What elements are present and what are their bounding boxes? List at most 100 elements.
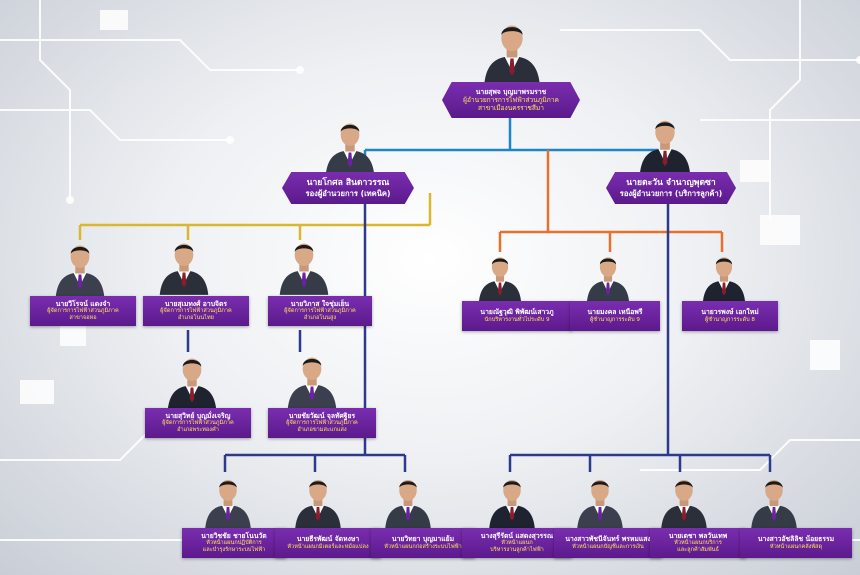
person-title: ผู้อำนวยการการไฟฟ้าส่วนภูมิภาค <box>463 96 559 105</box>
person-title: และบำรุงรักษาระบบไฟฟ้า <box>202 547 266 554</box>
photo-frame <box>200 472 256 532</box>
photo-frame <box>656 472 712 532</box>
person-title: ผู้จัดการการไฟฟ้าส่วนภูมิภาค <box>162 420 234 427</box>
person-photo <box>205 479 251 528</box>
photo-frame <box>746 472 802 532</box>
photo-frame <box>164 350 220 414</box>
person-name: นายเดชา พลวันเทพ <box>668 532 728 541</box>
person-title: หัวหน้าแผนกบริการ <box>674 540 722 547</box>
person-name: นางสุรีรัตน์ แสดงสุวรรณ <box>480 532 554 541</box>
person-title: หัวหน้าแผนกคลังพัสดุ <box>769 543 823 550</box>
person-title: หัวหน้าแผนกมิเตอร์และหม้อแปลง <box>287 543 369 550</box>
person-photo <box>751 479 797 528</box>
person-title: สาขาเมืองนครราชสีมา <box>478 104 544 113</box>
name-plate: นายวิชชัย ชายโนนวัตหัวหน้าแผนกปฏิบัติการ… <box>182 528 286 558</box>
name-plate: นายวิภาส ใจชุ่มเย็นผู้จัดการการไฟฟ้าส่วน… <box>268 296 372 326</box>
person-title: อำเภอพระทองคำ <box>177 427 219 434</box>
name-plate: นายสุเมทงศ์ อาบจิตรผู้จัดการการไฟฟ้าส่วน… <box>143 296 249 326</box>
person-name: นายชัยวัฒน์ จุลทัศฐิยร <box>288 412 356 421</box>
tech-blue-connector <box>186 202 407 472</box>
person-name: นายตะวัน จำนาญพุดซา <box>626 178 716 189</box>
person-title: อำเภอโนนไทย <box>178 315 214 322</box>
person-name: นายวรพงษ์ เอกใหม่ <box>701 308 759 317</box>
person-title: บริหารงานลูกค้าไฟฟ้า <box>490 547 544 554</box>
name-plate: นายชัยวัฒน์ จุลทัศฐิยรผู้จัดการการไฟฟ้าส… <box>268 408 376 438</box>
photo-frame <box>52 236 108 302</box>
photo-frame <box>572 472 628 532</box>
person-photo <box>489 479 535 528</box>
name-plate: นางสุรีรัตน์ แสดงสุวรรณหัวหน้าแผนกบริหาร… <box>462 528 572 558</box>
person-title: อำเภอโนนสูง <box>303 315 337 322</box>
person-title: ผู้จัดการการไฟฟ้าส่วนภูมิภาค <box>286 420 358 427</box>
person-title: ผู้จัดการการไฟฟ้าส่วนภูมิภาค <box>160 308 232 315</box>
name-plate: นายตะวัน จำนาญพุดซารองผู้อำนวยการ (บริกา… <box>606 172 736 204</box>
photo-frame <box>276 234 332 300</box>
person-title: หัวหน้าแผนกบัญชีและการเงิน <box>572 543 644 550</box>
person-title: และลูกค้าสัมพันธ์ <box>677 547 719 554</box>
photo-frame <box>156 234 212 300</box>
name-plate: นายโกศล สินดาวรรณรองผู้อำนวยการ (เทคนิค) <box>282 172 414 204</box>
photo-frame <box>580 250 636 306</box>
person-photo <box>385 479 431 528</box>
person-photo <box>484 25 540 85</box>
person-title: หัวหน้าแผนก <box>501 540 533 547</box>
name-plate: นายณัฐวุฒิ พิพัฒน์เสาวภูนักบริหารงานทั่ว… <box>462 301 572 331</box>
name-plate: นายธีรพัฒน์ จัดหงษาหัวหน้าแผนกมิเตอร์และ… <box>275 528 381 558</box>
person-name: นายวิภาส ใจชุ่มเย็น <box>290 300 350 309</box>
person-name: นายสุเมทงศ์ อาบจิตร <box>164 300 228 309</box>
person-photo <box>702 257 746 302</box>
person-name: นางสาวอัชลิลิช น้อยธรรม <box>757 535 835 544</box>
person-title: รองผู้อำนวยการ (บริการลูกค้า) <box>619 188 723 198</box>
photo-frame <box>636 112 694 178</box>
photo-frame <box>472 250 528 306</box>
person-name: นายณัฐวุฒิ พิพัฒน์เสาวภู <box>480 308 554 317</box>
person-title: หัวหน้าแผนกก่อสร้างระบบไฟฟ้า <box>384 543 462 550</box>
person-photo <box>661 479 707 528</box>
person-name: นายมงคล เหนือพรี <box>587 308 643 317</box>
person-title: ผู้ชำนาญการระดับ 9 <box>589 316 640 323</box>
top-connector <box>363 118 667 172</box>
person-photo <box>287 357 337 409</box>
person-photo <box>279 243 329 295</box>
person-photo <box>159 243 209 295</box>
person-title: สาขาจอหอ <box>69 315 97 322</box>
person-photo <box>586 257 630 302</box>
photo-frame <box>480 14 544 90</box>
orange-connector <box>498 150 724 252</box>
name-plate: นายสุพจ บุญมาพรมราชผู้อำนวยการการไฟฟ้าส่… <box>442 82 580 118</box>
person-name: นายโกศล สินดาวรรณ <box>306 178 390 189</box>
person-name: นางสาวพัชนีจันทร์ พรหมแสง <box>565 535 651 544</box>
name-plate: นางสาวพัชนีจันทร์ พรหมแสงหัวหน้าแผนกบัญช… <box>554 528 662 558</box>
name-plate: นางสาวอัชลิลิช น้อยธรรมหัวหน้าแผนกคลังพั… <box>740 528 852 558</box>
person-photo <box>325 123 375 175</box>
person-photo <box>55 245 105 297</box>
person-photo <box>295 479 341 528</box>
photo-frame <box>290 472 346 532</box>
gold-connector <box>78 193 432 240</box>
photo-frame <box>696 250 752 306</box>
photo-frame <box>484 472 540 532</box>
service-blue-connector <box>508 202 772 472</box>
person-photo <box>639 120 691 174</box>
person-photo <box>577 479 623 528</box>
person-title: รองผู้อำนวยการ (เทคนิค) <box>305 188 391 198</box>
person-title: หัวหน้าแผนกปฏิบัติการ <box>206 540 262 547</box>
person-name: นายธีรพัฒน์ จัดหงษา <box>296 535 360 544</box>
name-plate: นายวิทยา บุญมาแย้มหัวหน้าแผนกก่อสร้างระบ… <box>371 528 475 558</box>
person-title: อำเภอขามสะแกแสง <box>297 427 347 434</box>
name-plate: นายสุวิทย์ บุญมั่งเจริญผู้จัดการการไฟฟ้า… <box>145 408 251 438</box>
name-plate: นายมงคล เหนือพรีผู้ชำนาญการระดับ 9 <box>570 301 660 331</box>
person-name: นายสุพจ บุญมาพรมราช <box>475 87 547 96</box>
person-title: ผู้ชำนาญการระดับ 8 <box>704 316 755 323</box>
photo-frame <box>322 115 378 179</box>
person-title: ผู้จัดการการไฟฟ้าส่วนภูมิภาค <box>47 308 119 315</box>
person-title: นักบริหารงานทั่วไประดับ 9 <box>484 316 550 323</box>
person-photo <box>167 358 217 410</box>
photo-frame <box>380 472 436 532</box>
photo-frame <box>284 348 340 414</box>
person-name: นายสุวิทย์ บุญมั่งเจริญ <box>165 412 231 421</box>
person-title: ผู้จัดการการไฟฟ้าส่วนภูมิภาค <box>284 308 356 315</box>
person-name: นายวิชชัย ชายโนนวัต <box>201 532 267 541</box>
name-plate: นายเดชา พลวันเทพหัวหน้าแผนกบริการและลูกค… <box>650 528 746 558</box>
